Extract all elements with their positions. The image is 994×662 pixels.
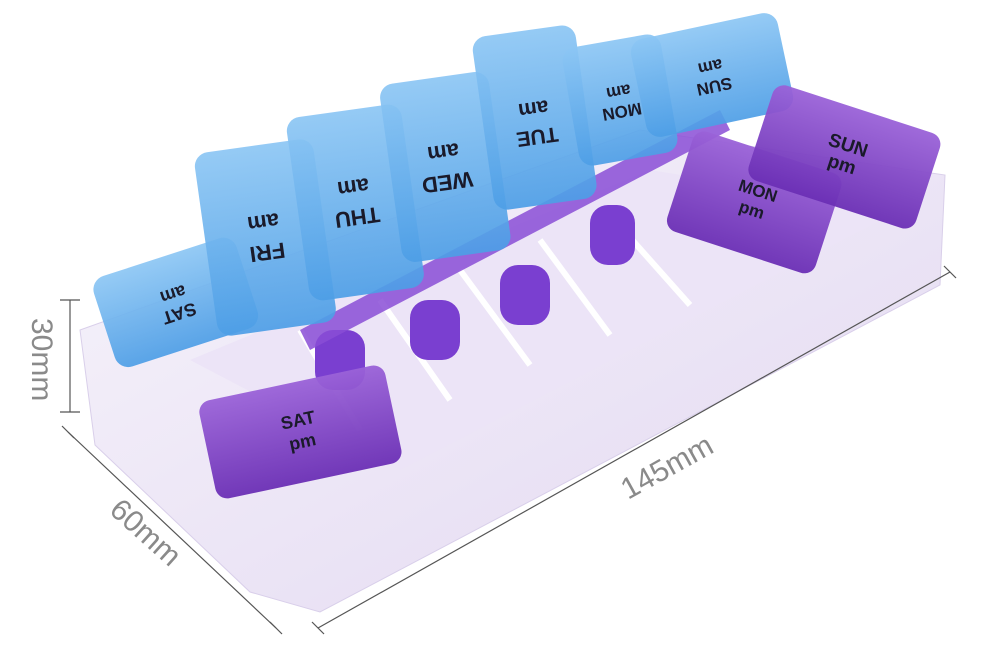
- open-pm-lid-strip: [300, 110, 730, 350]
- height-dimension-label: 30mm: [25, 318, 58, 401]
- lid-label-period: am: [696, 55, 724, 79]
- lid-sun-pm[interactable]: [745, 82, 943, 231]
- pm-cups: [315, 205, 635, 390]
- lid-label-day: THU: [333, 202, 381, 233]
- lid-label-period: am: [426, 138, 461, 167]
- lid-sun-am[interactable]: [628, 10, 796, 139]
- lid-wed-am[interactable]: [378, 70, 512, 264]
- lid-label-period: am: [517, 95, 550, 122]
- am-lids: SAT am FRI am THU am WED am TUE am MON a…: [93, 10, 796, 368]
- lid-label-period: am: [605, 80, 633, 103]
- lid-label-period: am: [246, 208, 281, 237]
- lid-sat-pm[interactable]: [197, 363, 404, 500]
- dimension-lines: [60, 265, 957, 635]
- pm-lids: SAT pm MON pm SUN pm: [197, 82, 943, 500]
- lid-label-day: FRI: [248, 237, 287, 267]
- lid-label-period: am: [336, 173, 371, 202]
